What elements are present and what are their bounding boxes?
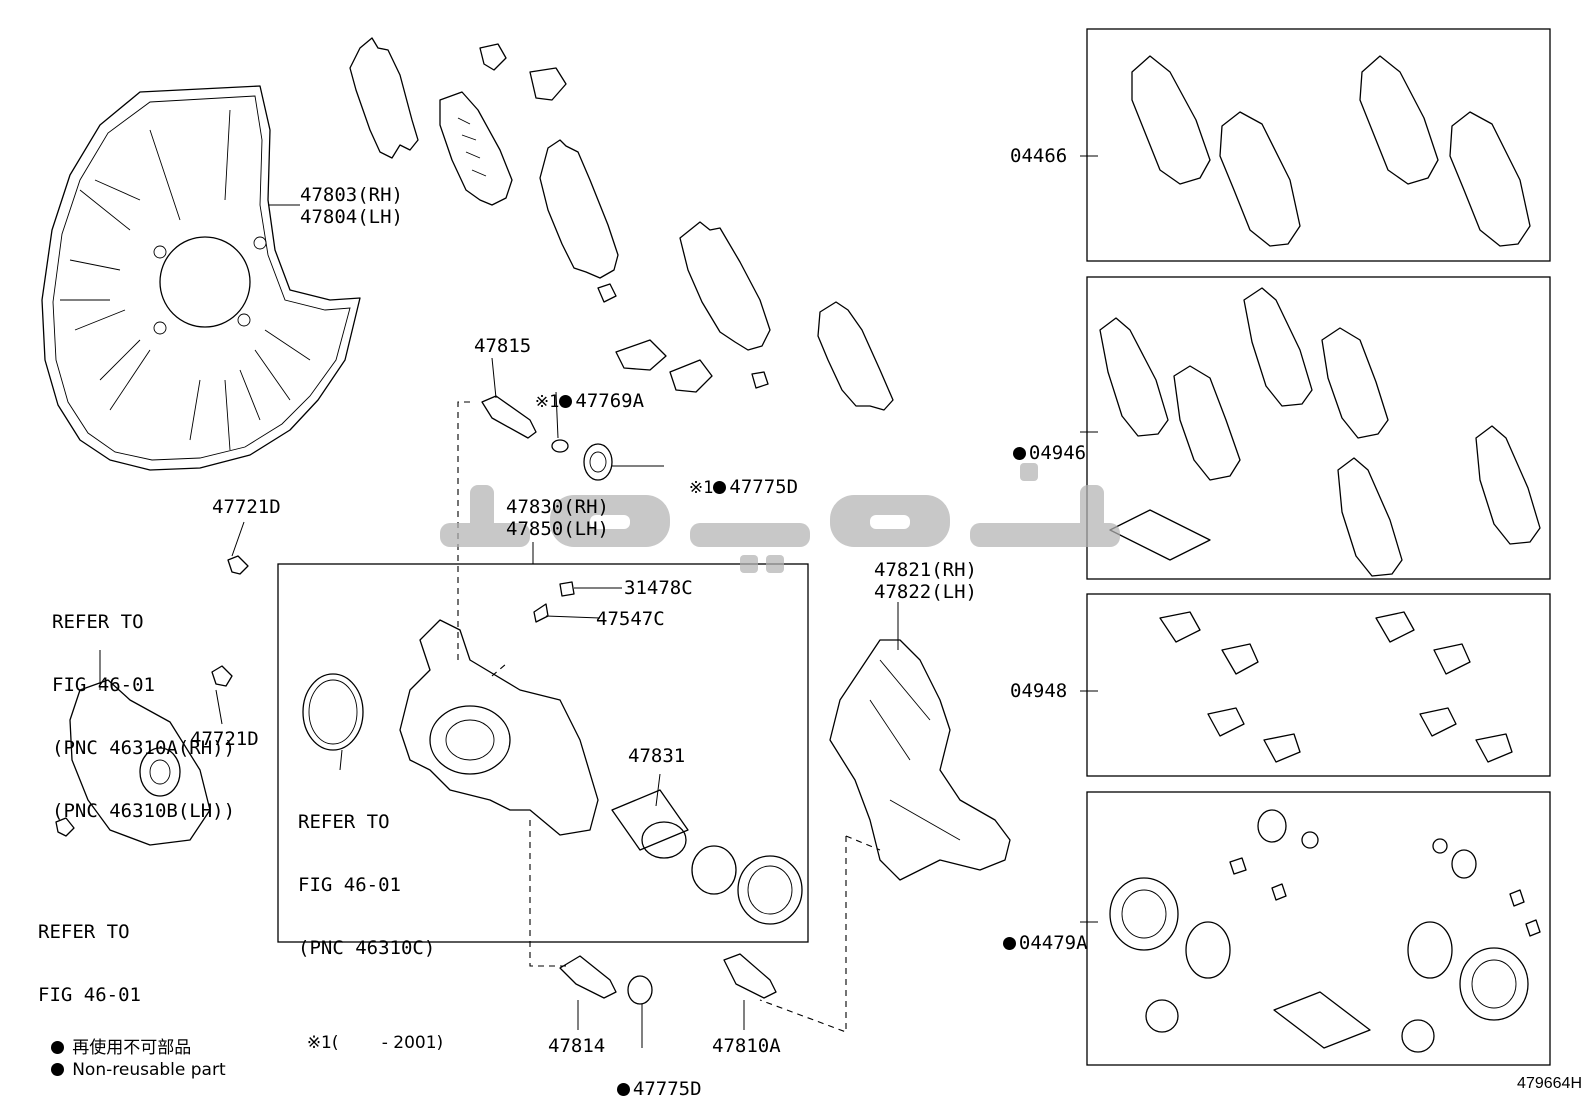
non-reusable-dot-icon	[616, 1083, 630, 1096]
label-47850[interactable]: 47850(LH)	[506, 518, 609, 540]
label-04479a[interactable]: 04479A	[1018, 932, 1088, 954]
label-47822[interactable]: 47822(LH)	[874, 581, 977, 603]
refer-left-line3: (PNC 46310A(RH))	[52, 737, 236, 759]
label-47775d-bottom[interactable]: 47775D	[632, 1078, 702, 1099]
kit-box-04948	[1086, 593, 1551, 777]
refer-mid-line2: FIG 46-01	[298, 874, 401, 896]
refer-left-line4: (PNC 46310B(LH))	[52, 800, 236, 822]
watermark-logo	[440, 463, 1120, 573]
refer-bottom-line2: FIG 46-01	[38, 984, 141, 1006]
non-reusable-dot-icon	[50, 1041, 64, 1054]
refer-left-line2: FIG 46-01	[52, 674, 155, 696]
refer-mid-line3: (PNC 46310C)	[298, 937, 436, 959]
label-47769a-row: ※1 47769A	[512, 370, 644, 413]
label-47775d-top[interactable]: 47775D	[729, 476, 799, 498]
kit-04466-contents	[1131, 55, 1531, 247]
label-04466[interactable]: 04466	[1010, 145, 1068, 167]
label-47804[interactable]: 47804(LH)	[300, 206, 403, 228]
label-47775d-top-row: ※1 47775D	[666, 456, 798, 499]
label-47721d-lower[interactable]: 47721D	[190, 728, 259, 750]
label-47830[interactable]: 47830(RH)	[506, 496, 609, 518]
assembly-dashed-lines	[457, 401, 881, 1033]
figure-code: 479664H	[1517, 1075, 1582, 1092]
label-47769a[interactable]: 47769A	[575, 390, 645, 412]
label-04948[interactable]: 04948	[1010, 680, 1068, 702]
label-47810a[interactable]: 47810A	[712, 1035, 781, 1057]
bolts-drawing	[559, 953, 777, 1005]
refer-block-middle[interactable]: REFER TO FIG 46-01 (PNC 46310C)	[298, 770, 435, 980]
legend-note-mark: ※1	[306, 1033, 332, 1053]
non-reusable-dot-icon	[1002, 937, 1016, 950]
kit-04946-contents	[1099, 287, 1541, 577]
disc-shield-drawing	[41, 85, 361, 471]
legend-note-row: ※1( - 2001)	[296, 1013, 443, 1053]
refer-left-line1: REFER TO	[52, 611, 144, 633]
mounting-bracket-drawing	[829, 639, 1011, 881]
label-04479a-row: 04479A	[980, 912, 1088, 954]
label-47775d-bottom-row: 47775D	[594, 1058, 702, 1099]
label-47815[interactable]: 47815	[474, 335, 532, 357]
legend-jp-row: 再使用不可部品	[40, 1013, 191, 1058]
piston-drawing	[611, 789, 803, 925]
legend-en-row: Non-reusable part	[40, 1040, 226, 1080]
kit-04479a-contents	[1109, 809, 1541, 1053]
refer-block-bottom[interactable]: REFER TO FIG 46-01	[38, 880, 141, 1027]
label-47821[interactable]: 47821(RH)	[874, 559, 977, 581]
label-04946[interactable]: 04946	[1028, 442, 1087, 464]
label-31478c[interactable]: 31478C	[624, 577, 693, 599]
refer-block-left[interactable]: REFER TO FIG 46-01 (PNC 46310A(RH)) (PNC…	[52, 570, 235, 843]
parking-motor-drawing	[55, 679, 211, 846]
label-47814[interactable]: 47814	[548, 1035, 606, 1057]
note-mark-ref: ※1	[534, 392, 560, 412]
non-reusable-dot-icon	[1012, 447, 1026, 460]
caliper-assembly-box	[277, 563, 809, 943]
label-47803[interactable]: 47803(RH)	[300, 184, 403, 206]
kit-box-04479a	[1086, 791, 1551, 1066]
label-04946-row: 04946	[990, 422, 1086, 464]
label-47831[interactable]: 47831	[628, 745, 686, 767]
leader-lines	[99, 155, 1098, 1048]
non-reusable-dot-icon	[713, 481, 727, 494]
legend-note-text: ( - 2001)	[331, 1033, 444, 1053]
kit-box-04466	[1086, 28, 1551, 262]
non-reusable-dot-icon	[50, 1063, 64, 1076]
refer-mid-line1: REFER TO	[298, 811, 390, 833]
caliper-body-drawing	[302, 619, 599, 836]
kit-box-04946	[1086, 276, 1551, 580]
note-mark-ref: ※1	[688, 478, 714, 498]
refer-bottom-line1: REFER TO	[38, 921, 130, 943]
label-47721d-upper[interactable]: 47721D	[212, 496, 281, 518]
legend-jp-text: 再使用不可部品	[72, 1038, 192, 1058]
legend-en-text: Non-reusable part	[72, 1060, 226, 1080]
label-47547c[interactable]: 47547C	[596, 608, 665, 630]
brake-pads-drawing	[349, 37, 894, 411]
kit-04948-contents	[1159, 611, 1513, 763]
non-reusable-dot-icon	[559, 395, 573, 408]
